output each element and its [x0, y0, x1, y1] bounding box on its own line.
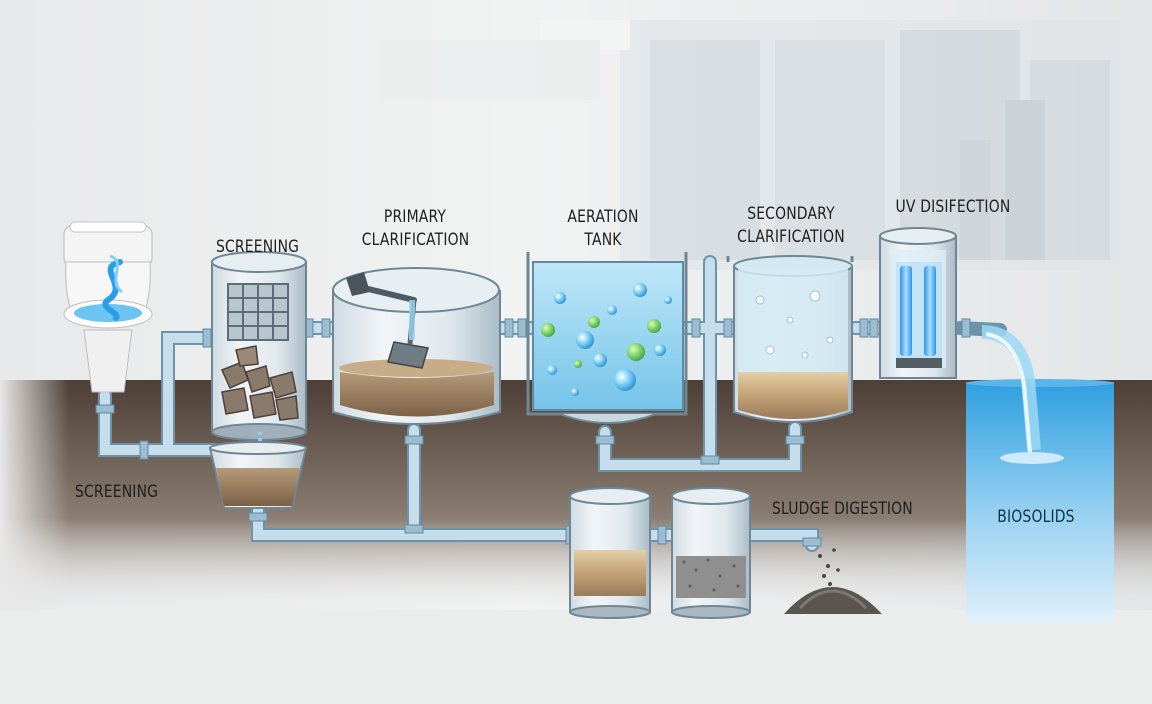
window-background: [380, 20, 1120, 270]
uv-lamp: [924, 266, 936, 356]
label-aeration-tank: AERATION TANK: [562, 206, 644, 252]
label-secondary-clarification: SECONDARY CLARIFICATION: [734, 203, 847, 249]
screening-tank: [211, 251, 307, 470]
label-text: SLUDGE DIGESTION: [772, 499, 913, 519]
scraper-arm: [346, 272, 429, 369]
label-sludge-digestion: SLUDGE DIGESTION: [772, 498, 913, 521]
label-primary-clarification: PRIMARY CLARIFICATION: [362, 206, 469, 252]
label-line: PRIMARY: [383, 207, 447, 227]
label-uv-disinfection: UV DISIFECTION: [893, 196, 1013, 219]
label-line: CLARIFICATION: [737, 226, 845, 247]
label-text: SCREENING: [75, 482, 159, 502]
uv-lamp: [900, 266, 912, 356]
secondary-clarifier: [726, 255, 854, 423]
effluent-outfall: [981, 325, 1064, 464]
label-line: SECONDARY: [747, 204, 835, 224]
label-text: UV DISIFECTION: [895, 197, 1011, 217]
label-screening-bottom: SCREENING: [75, 481, 159, 504]
debris: [220, 345, 299, 421]
sludge-digester-2: [671, 487, 751, 619]
grit-hopper: [208, 441, 308, 509]
label-biosolids: BIOSOLIDS: [995, 506, 1077, 529]
label-text: SCREENING: [216, 237, 300, 257]
label-line: AERATION: [567, 207, 639, 227]
biosolids-pile: [784, 548, 882, 614]
receiving-water: [966, 382, 1114, 622]
toilet: [63, 221, 153, 393]
label-text: BIOSOLIDS: [997, 507, 1075, 527]
screen-grid: [227, 283, 289, 341]
primary-clarifier: [332, 267, 501, 425]
uv-disinfection-unit: [879, 227, 957, 379]
label-line: TANK: [584, 229, 622, 250]
aeration-bubbles: [541, 283, 672, 396]
aeration-tank: [526, 252, 688, 424]
sludge-digester-1: [569, 487, 651, 619]
label-line: CLARIFICATION: [361, 229, 470, 250]
label-screening-top: SCREENING: [216, 236, 300, 259]
